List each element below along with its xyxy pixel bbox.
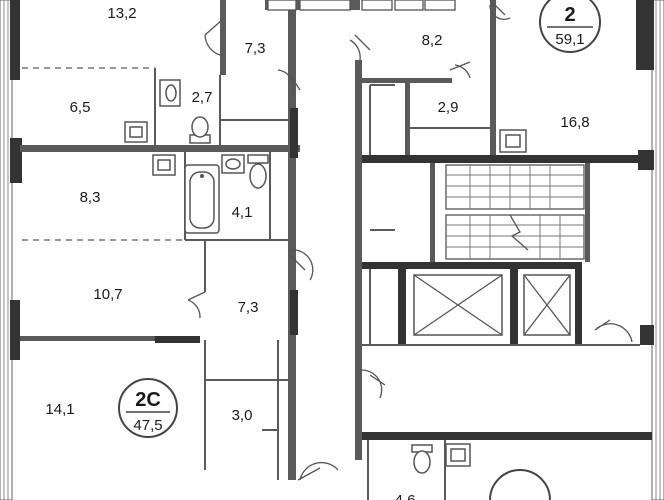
bathtub-icon [184, 164, 220, 234]
room-area-label: 4,6 [395, 492, 416, 500]
apartment-area: 59,1 [555, 31, 584, 48]
sink-icon [445, 443, 471, 467]
room-area-label: 16,8 [560, 114, 589, 131]
room-area-label: 8,3 [80, 189, 101, 206]
staircase [445, 164, 585, 260]
room-area-label: 3,0 [232, 407, 253, 424]
apartment-type: 2С [135, 389, 161, 411]
room-area-label: 6,5 [70, 99, 91, 116]
sink-icon [124, 121, 148, 143]
sink-icon [499, 129, 527, 153]
zone-dividers [22, 67, 185, 241]
room-area-label: 13,2 [107, 5, 136, 22]
toilet-icon [189, 116, 211, 144]
sink-icon [152, 154, 176, 176]
room-area-label: 2,7 [192, 89, 213, 106]
left-facade-windows [0, 0, 22, 500]
apartment-area: 47,5 [133, 417, 162, 434]
elevators [413, 274, 571, 336]
apartment-type: 2 [564, 4, 575, 26]
room-labels: 13,2 7,3 8,2 6,5 2,7 2,9 16,8 8,3 4,1 10… [45, 5, 589, 500]
room-area-label: 8,2 [422, 32, 443, 49]
top-windows [267, 0, 456, 11]
room-area-label: 10,7 [93, 286, 122, 303]
room-area-label: 14,1 [45, 401, 74, 418]
room-area-label: 4,1 [232, 204, 253, 221]
room-area-label: 7,3 [238, 299, 259, 316]
doors [187, 0, 633, 481]
apartment-badge-2c[interactable]: 2С 47,5 [118, 378, 178, 438]
toilet-icon [247, 154, 269, 189]
apartment-badge-2[interactable]: 2 59,1 [539, 0, 601, 53]
toilet-icon [411, 444, 433, 474]
apartment-badge-partial [489, 469, 551, 500]
room-area-label: 2,9 [438, 99, 459, 116]
sink-icon [221, 154, 245, 174]
right-facade-windows [636, 0, 664, 500]
room-area-label: 7,3 [245, 40, 266, 57]
sink-icon [159, 79, 181, 107]
